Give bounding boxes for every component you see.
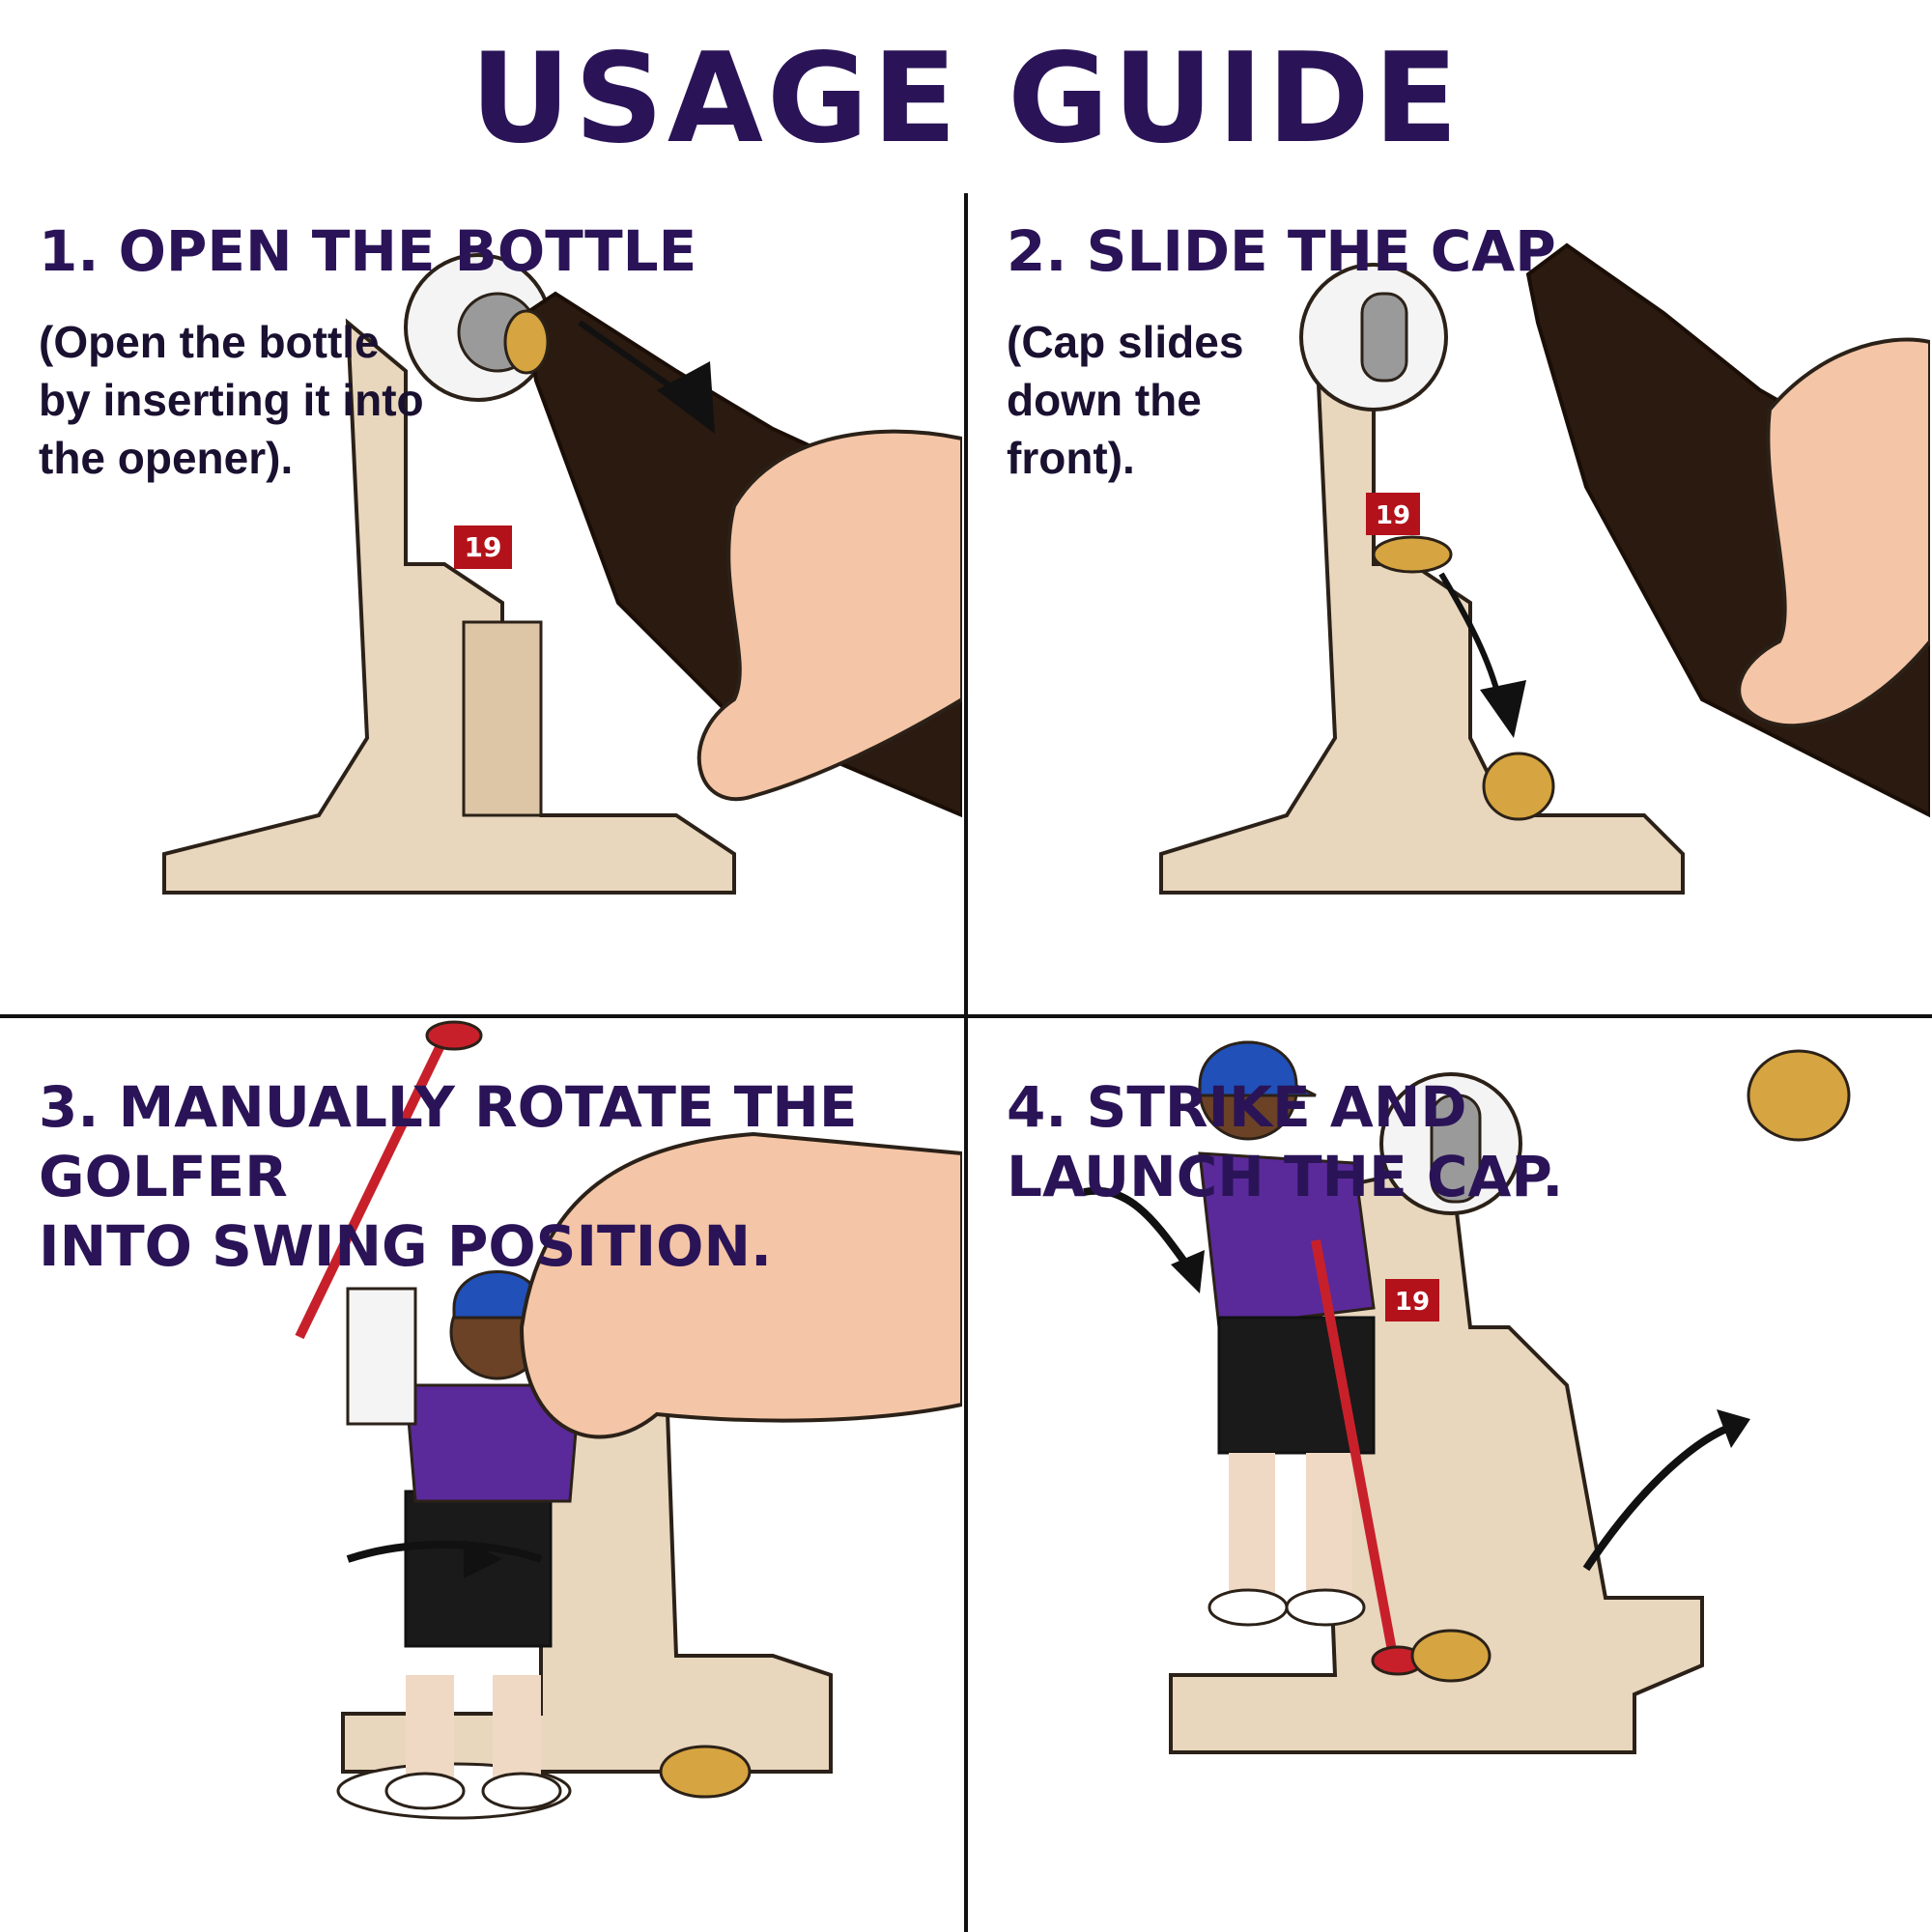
hand-icon: [519, 1131, 962, 1439]
page-title: USAGE GUIDE: [469, 27, 1463, 171]
struck-cap-icon: [1410, 1629, 1492, 1683]
step-4-illustration: 19: [968, 1018, 1930, 1835]
step-2-title: SLIDE THE CAP: [1086, 218, 1556, 284]
hand-icon: [696, 429, 962, 801]
step-4-panel: 19 4. STRIKE AND LAUNCH THE CA: [968, 1018, 1930, 1835]
step-2-panel: 19 2. SLIDE THE CAP (Cap slides down the…: [968, 197, 1930, 1014]
step-4-heading: 4. STRIKE AND LAUNCH THE CAP.: [1007, 1072, 1563, 1211]
step-3-title: MANUALLY ROTATE THE GOLFER INTO SWING PO…: [39, 1074, 858, 1279]
badge-text: 19: [1376, 501, 1410, 530]
step-2-description: (Cap slides down the front).: [1007, 317, 1244, 483]
step-4-title: STRIKE AND LAUNCH THE CAP.: [1007, 1074, 1564, 1209]
flying-cap-icon: [1747, 1049, 1851, 1142]
hand-icon: [1737, 337, 1930, 728]
bottle-cap-icon: [1372, 535, 1453, 574]
step-1-heading: 1. OPEN THE BOTTLE: [39, 216, 696, 286]
rotate-arrow-icon: [464, 1540, 502, 1578]
step-3-illustration: 19: [0, 1018, 962, 1835]
golfer-icon: [1198, 1040, 1425, 1676]
step-2-number: 2.: [1007, 218, 1067, 284]
arrow-down-right-icon: [657, 361, 715, 434]
step-1-panel: 19 1. OPEN THE BOTTLE (Open the bottle b…: [0, 197, 962, 1014]
step-2-illustration: 19: [968, 197, 1930, 1014]
bottle-cap-icon: [503, 309, 550, 375]
arrow-down-icon: [1480, 680, 1526, 738]
step-2-heading: 2. SLIDE THE CAP: [1007, 216, 1556, 286]
step-3-number: 3.: [39, 1074, 99, 1140]
step-3-panel: 19 3. MANUALLY ROTATE THE GO: [0, 1018, 962, 1835]
step-1-description: (Open the bottle by inserting it into th…: [39, 317, 424, 483]
badge-text: 19: [1395, 1288, 1430, 1317]
badge-19: [1385, 1279, 1439, 1321]
horizontal-divider: [0, 1014, 1932, 1018]
step-4-number: 4.: [1007, 1074, 1067, 1140]
swing-arrow-icon: [1171, 1250, 1205, 1293]
badge-text: 19: [465, 531, 502, 563]
vertical-divider: [964, 193, 968, 1932]
step-1-illustration: 19: [0, 197, 962, 1014]
step-1-title: OPEN THE BOTTLE: [118, 218, 697, 284]
bottle-cap-icon: [659, 1745, 752, 1799]
falling-cap-icon: [1482, 752, 1555, 821]
launch-arrow-icon: [1717, 1409, 1750, 1448]
step-1-number: 1.: [39, 218, 99, 284]
golfer-icon: [295, 1020, 582, 1810]
badge-19: [454, 526, 512, 569]
badge-19: [1366, 493, 1420, 535]
step-3-heading: 3. MANUALLY ROTATE THE GOLFER INTO SWING…: [39, 1072, 962, 1281]
